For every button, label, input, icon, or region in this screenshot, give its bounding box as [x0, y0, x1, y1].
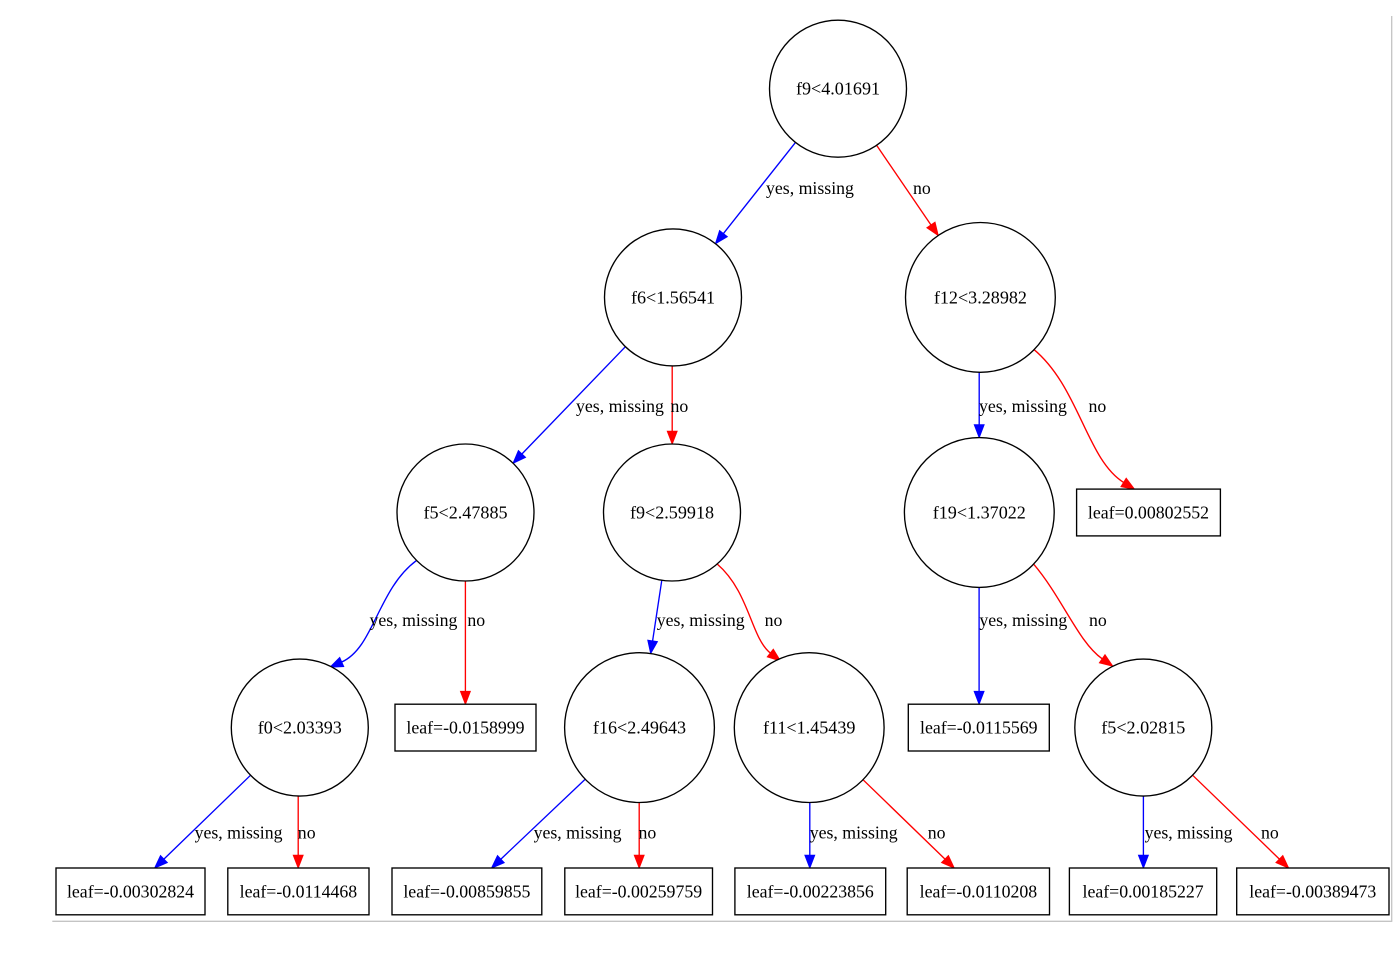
svg-text:yes, missing: yes, missing: [657, 610, 745, 630]
svg-text:no: no: [1089, 610, 1107, 630]
svg-text:no: no: [928, 822, 946, 842]
svg-text:leaf=0.00802552: leaf=0.00802552: [1088, 502, 1209, 522]
svg-text:f5<2.02815: f5<2.02815: [1101, 718, 1185, 738]
svg-text:yes, missing: yes, missing: [979, 396, 1067, 416]
svg-text:f19<1.37022: f19<1.37022: [933, 502, 1026, 522]
svg-text:leaf=-0.00859855: leaf=-0.00859855: [403, 881, 530, 901]
svg-text:yes, missing: yes, missing: [1145, 822, 1233, 842]
svg-text:f12<3.28982: f12<3.28982: [934, 287, 1027, 307]
svg-text:no: no: [671, 396, 689, 416]
svg-text:leaf=-0.00223856: leaf=-0.00223856: [747, 881, 874, 901]
svg-text:leaf=0.00185227: leaf=0.00185227: [1083, 881, 1204, 901]
svg-text:yes, missing: yes, missing: [979, 610, 1067, 630]
svg-text:f5<2.47885: f5<2.47885: [423, 502, 507, 522]
svg-text:f9<4.01691: f9<4.01691: [796, 79, 880, 99]
svg-text:leaf=-0.00259759: leaf=-0.00259759: [575, 881, 702, 901]
svg-text:leaf=-0.00302824: leaf=-0.00302824: [67, 881, 194, 901]
svg-text:f6<1.56541: f6<1.56541: [631, 287, 715, 307]
svg-text:leaf=-0.0115569: leaf=-0.0115569: [920, 718, 1038, 738]
svg-text:leaf=-0.0110208: leaf=-0.0110208: [920, 881, 1038, 901]
svg-text:f9<2.59918: f9<2.59918: [630, 502, 714, 522]
svg-text:yes, missing: yes, missing: [370, 610, 458, 630]
svg-text:f16<2.49643: f16<2.49643: [593, 718, 686, 738]
svg-text:no: no: [1261, 822, 1279, 842]
svg-text:no: no: [467, 610, 485, 630]
svg-text:no: no: [1089, 396, 1107, 416]
svg-text:no: no: [298, 822, 316, 842]
svg-text:yes, missing: yes, missing: [576, 396, 664, 416]
svg-text:yes, missing: yes, missing: [195, 822, 283, 842]
svg-text:no: no: [913, 178, 931, 198]
svg-text:yes, missing: yes, missing: [810, 822, 898, 842]
svg-text:f0<2.03393: f0<2.03393: [258, 718, 342, 738]
svg-text:no: no: [639, 822, 657, 842]
svg-text:no: no: [765, 610, 783, 630]
svg-text:f11<1.45439: f11<1.45439: [763, 718, 855, 738]
svg-text:leaf=-0.0158999: leaf=-0.0158999: [406, 718, 524, 738]
svg-text:leaf=-0.0114468: leaf=-0.0114468: [240, 881, 358, 901]
svg-text:leaf=-0.00389473: leaf=-0.00389473: [1249, 881, 1376, 901]
svg-text:yes, missing: yes, missing: [766, 178, 854, 198]
svg-text:yes, missing: yes, missing: [534, 822, 622, 842]
